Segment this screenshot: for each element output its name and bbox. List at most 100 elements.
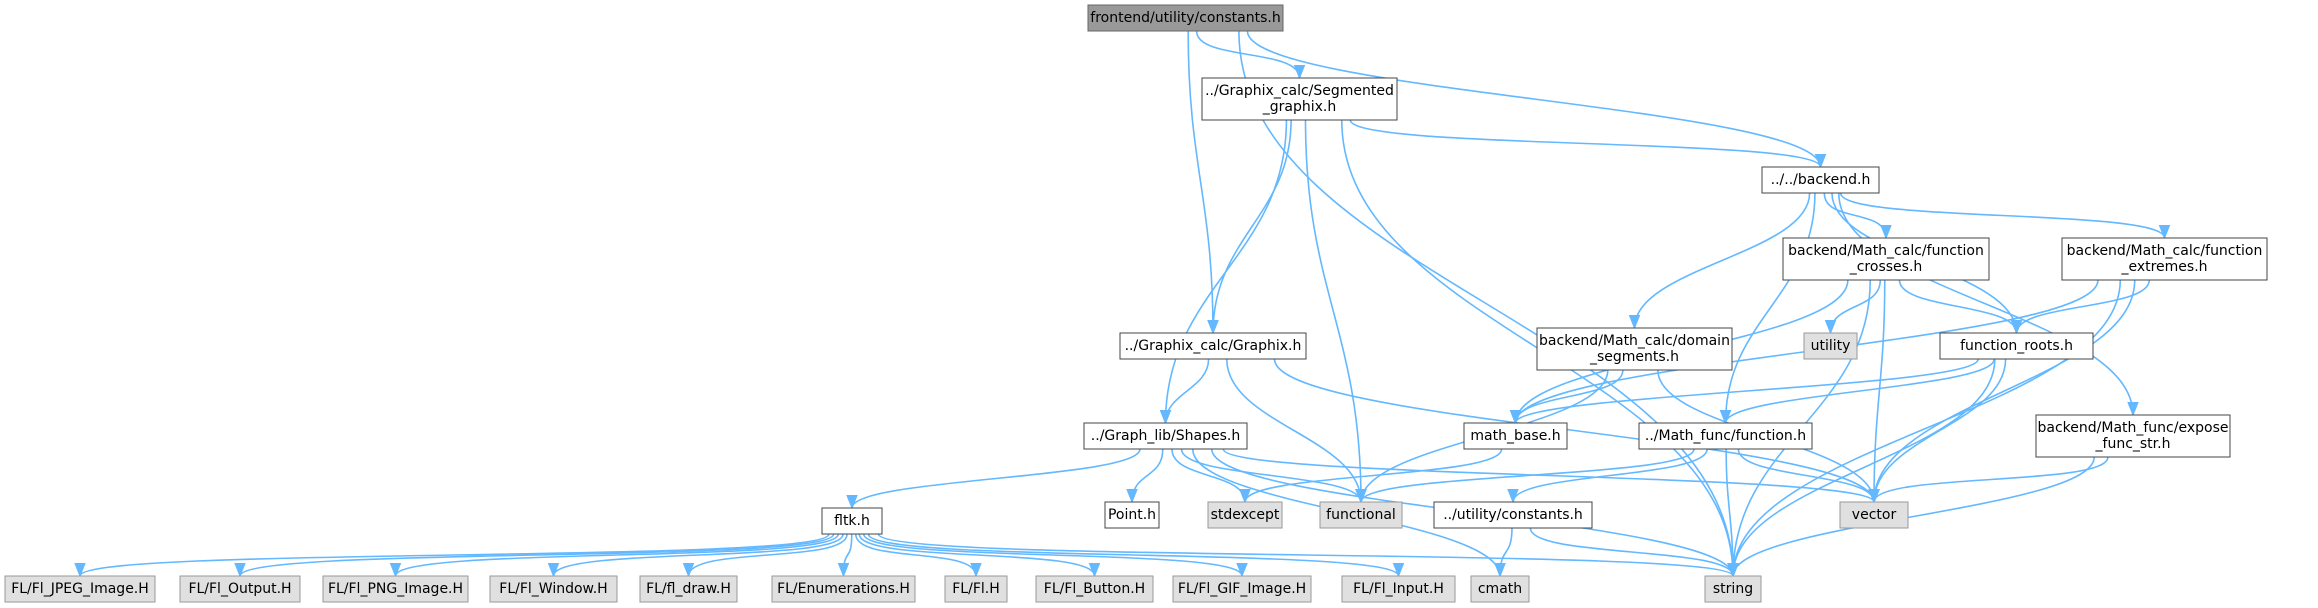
node-domain[interactable]: backend/Math_calc/domain_segments.h: [1536, 327, 1733, 371]
node-label: fltk.h: [834, 513, 870, 529]
edge-shapes-to-point: [1126, 448, 1164, 504]
node-roots[interactable]: function_roots.h: [1939, 332, 2094, 360]
node-draw[interactable]: FL/fl_draw.H: [639, 575, 738, 603]
node-box: [1319, 501, 1403, 529]
edge-seg-to-backend: [1349, 119, 1827, 169]
node-label: FL/Fl_PNG_Image.H: [328, 581, 463, 597]
node-label: FL/Fl_GIF_Image.H: [1178, 581, 1306, 597]
node-box: [1087, 4, 1284, 32]
node-constants[interactable]: ../utility/constants.h: [1433, 501, 1593, 529]
edge-roots-to-vector: [1868, 358, 2007, 504]
node-box: [944, 575, 1008, 603]
node-label: vector: [1852, 507, 1897, 523]
node-label: string: [1713, 581, 1753, 597]
edge-shapes-to-functional: [1180, 448, 1367, 504]
node-window[interactable]: FL/Fl_Window.H: [489, 575, 618, 603]
node-label: stdexcept: [1211, 507, 1280, 523]
edge-roots-to-string: [1727, 358, 1996, 578]
node-cmath[interactable]: cmath: [1470, 575, 1530, 603]
node-utility[interactable]: utility: [1803, 332, 1858, 360]
node-vector[interactable]: vector: [1839, 501, 1909, 529]
node-label: FL/fl_draw.H: [646, 581, 731, 597]
node-label: backend/Math_func/expose: [2038, 420, 2229, 436]
node-label: ../Graphix_calc/Segmented: [1205, 83, 1394, 99]
node-backend[interactable]: ../../backend.h: [1761, 166, 1880, 194]
node-label: FL/Fl_Window.H: [499, 581, 607, 597]
node-fltk[interactable]: fltk.h: [821, 507, 883, 535]
edge-constants-to-cmath: [1494, 527, 1513, 578]
edge-fltk-to-png: [389, 533, 840, 578]
edge-backend-to-expose: [1837, 192, 2139, 417]
node-box: [771, 575, 916, 603]
edge-expose-to-vector: [1868, 456, 2109, 504]
node-box: [1035, 575, 1154, 603]
edge-seg-to-functional: [1304, 119, 1367, 504]
edge-function-to-vector: [1737, 448, 1880, 504]
node-box: [1341, 575, 1456, 603]
node-expose[interactable]: backend/Math_func/expose_func_str.h: [2035, 414, 2231, 458]
node-box: [821, 507, 883, 535]
edge-crosses-to-roots: [1898, 279, 2023, 335]
node-box: [1782, 237, 1990, 281]
node-layer: frontend/utility/constants.h ../Graphix_c…: [4, 4, 2268, 603]
node-gif[interactable]: FL/Fl_GIF_Image.H: [1172, 575, 1312, 603]
node-function[interactable]: ../Math_func/function.h: [1638, 422, 1813, 450]
node-crosses[interactable]: backend/Math_calc/function_crosses.h: [1782, 237, 1990, 281]
node-box: [1201, 77, 1398, 121]
node-label: ../Math_func/function.h: [1645, 428, 1806, 444]
node-label: cmath: [1478, 581, 1522, 597]
node-label: FL/Fl_Output.H: [188, 581, 291, 597]
node-mathbase[interactable]: math_base.h: [1463, 422, 1568, 450]
node-box: [322, 575, 469, 603]
node-box: [1470, 575, 1530, 603]
node-png[interactable]: FL/Fl_PNG_Image.H: [322, 575, 469, 603]
node-functional[interactable]: functional: [1319, 501, 1403, 529]
edge-function-to-string: [1725, 448, 1739, 578]
node-fl[interactable]: FL/Fl.H: [944, 575, 1008, 603]
edge-extremes-to-string: [1727, 279, 2122, 578]
node-seg[interactable]: ../Graphix_calc/Segmented_graphix.h: [1201, 77, 1398, 121]
node-string[interactable]: string: [1704, 575, 1762, 603]
node-label: FL/Enumerations.H: [777, 581, 910, 597]
edge-root-to-graphix: [1187, 30, 1219, 335]
edge-seg-to-shapes: [1159, 119, 1288, 425]
edge-function-to-functional: [1355, 448, 1695, 504]
node-box: [4, 575, 156, 603]
edge-expose-to-string: [1727, 456, 2095, 578]
node-stdexcept[interactable]: stdexcept: [1207, 501, 1283, 529]
node-output[interactable]: FL/Fl_Output.H: [179, 575, 301, 603]
node-box: [1083, 422, 1248, 450]
edge-mathbase-to-stdexcept: [1239, 448, 1503, 504]
node-label: _graphix.h: [1262, 99, 1336, 115]
node-button[interactable]: FL/Fl_Button.H: [1035, 575, 1154, 603]
node-root[interactable]: frontend/utility/constants.h: [1087, 4, 1284, 32]
edge-fltk-to-jpeg: [74, 533, 830, 578]
node-label: function_roots.h: [1960, 338, 2073, 354]
node-graphix[interactable]: ../Graphix_calc/Graphix.h: [1119, 332, 1307, 360]
edge-graphix-to-shapes: [1159, 358, 1210, 425]
node-label: ../Graph_lib/Shapes.h: [1091, 428, 1240, 444]
node-enums[interactable]: FL/Enumerations.H: [771, 575, 916, 603]
node-box: [489, 575, 618, 603]
node-label: FL/Fl.H: [952, 581, 1000, 597]
edge-roots-to-mathbase: [1509, 358, 1979, 425]
edge-graphix-to-functional: [1225, 358, 1367, 504]
node-jpeg[interactable]: FL/Fl_JPEG_Image.H: [4, 575, 156, 603]
node-box: [1536, 327, 1733, 371]
node-label: FL/Fl_Input.H: [1353, 581, 1444, 597]
node-point[interactable]: Point.h: [1104, 501, 1160, 529]
node-box: [1104, 501, 1160, 529]
node-extremes[interactable]: backend/Math_calc/function_extremes.h: [2061, 237, 2268, 281]
node-input[interactable]: FL/Fl_Input.H: [1341, 575, 1456, 603]
edge-extremes-to-roots: [2010, 279, 2151, 335]
edge-seg-to-graphix: [1207, 119, 1292, 335]
edge-fltk-to-output: [234, 533, 835, 578]
edge-backend-to-crosses: [1823, 192, 1892, 240]
node-label: frontend/utility/constants.h: [1090, 10, 1280, 26]
node-shapes[interactable]: ../Graph_lib/Shapes.h: [1083, 422, 1248, 450]
node-box: [179, 575, 301, 603]
edge-function-to-constants: [1507, 448, 1708, 504]
edge-fltk-to-fl: [854, 533, 982, 578]
node-box: [1207, 501, 1283, 529]
node-label: _func_str.h: [2095, 436, 2171, 452]
